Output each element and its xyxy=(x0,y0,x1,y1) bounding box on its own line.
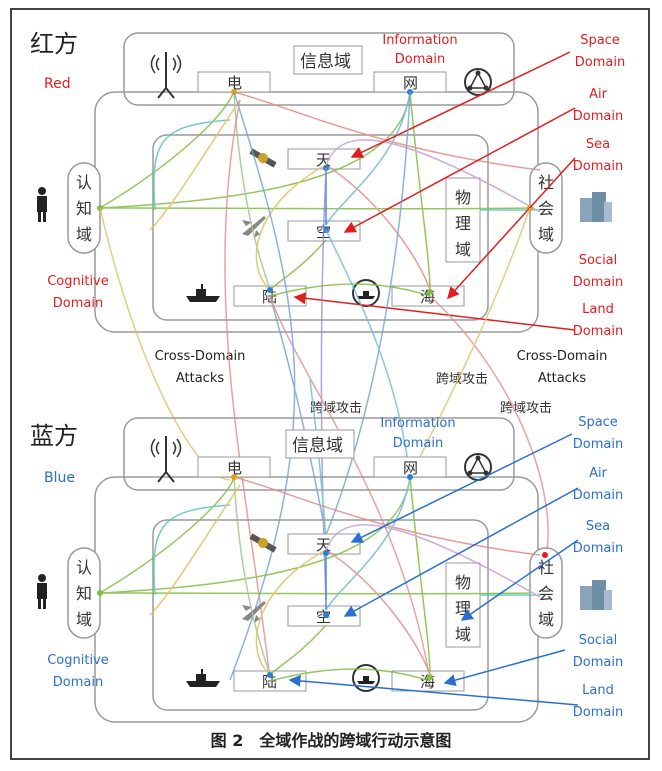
satellite-icon xyxy=(249,148,277,168)
buildings-icon xyxy=(580,580,612,610)
red-space-label: 天 xyxy=(316,151,331,169)
cross-attacks-cn-3: 跨域攻击 xyxy=(500,401,552,416)
red-social-label: 社会域 xyxy=(538,173,554,244)
blue-node-dots xyxy=(97,474,548,680)
red-side-en: Red xyxy=(44,76,71,92)
blue-land-label: 陆 xyxy=(262,673,277,691)
blue-pointer-arrows xyxy=(288,433,579,706)
blue-space-label: 天 xyxy=(316,536,331,554)
blue-info-box xyxy=(285,429,355,459)
figure-frame xyxy=(10,8,650,760)
person-icon xyxy=(37,574,47,609)
blue-social-label: 社会域 xyxy=(538,558,554,629)
aircraft-icon xyxy=(242,601,266,623)
red-elec-label: 电 xyxy=(227,74,242,92)
buildings-icon xyxy=(580,192,612,222)
antenna-icon xyxy=(150,436,182,483)
red-info-box xyxy=(293,45,363,75)
figure-caption: 图 2 全域作战的跨域行动示意图 xyxy=(211,731,452,750)
warship-icon xyxy=(186,284,220,302)
blue-net-label: 网 xyxy=(403,459,418,477)
blue-physical-box xyxy=(445,562,481,648)
blue-section: 蓝方 Blue 信息域 电 网 天 空 陆 海 物理域 认知域 社会域 xyxy=(30,415,623,723)
blue-cognitive-label: 认知域 xyxy=(76,558,92,629)
antenna-icon xyxy=(150,52,182,99)
cross-attacks-cn-2: 跨域攻击 xyxy=(310,401,362,416)
red-side-cn: 红方 xyxy=(30,30,78,58)
red-cognitive-label: 认知域 xyxy=(76,173,92,244)
red-physical-label: 物理域 xyxy=(455,188,471,259)
submarine-icon xyxy=(352,664,380,692)
aircraft-icon xyxy=(242,216,266,238)
red-info-panel xyxy=(123,32,515,106)
blue-side-cn: 蓝方 xyxy=(30,422,78,450)
red-physical-box xyxy=(445,177,481,263)
blue-physical-label: 物理域 xyxy=(455,573,471,644)
cross-attacks-cn-1: 跨域攻击 xyxy=(436,372,488,387)
red-connection-lines xyxy=(99,89,541,297)
blue-elec-label: 电 xyxy=(227,459,242,477)
red-info-cn: 信息域 xyxy=(300,52,351,72)
blue-air-label: 空 xyxy=(316,608,331,626)
blue-info-cn: 信息域 xyxy=(292,436,343,456)
blue-info-panel xyxy=(123,417,515,491)
red-pointer-arrows xyxy=(293,51,576,331)
blue-side-en: Blue xyxy=(44,470,75,486)
blue-connection-lines xyxy=(99,476,541,682)
network-icon xyxy=(464,68,492,96)
warship-icon xyxy=(186,669,220,687)
red-net-label: 网 xyxy=(403,74,418,92)
blue-physical-panel xyxy=(152,519,489,711)
satellite-icon xyxy=(249,533,277,553)
red-section: 红方 Red 信息域 电 网 天 空 陆 海 物理域 认知域 社会域 xyxy=(30,30,625,339)
person-icon xyxy=(37,187,47,222)
